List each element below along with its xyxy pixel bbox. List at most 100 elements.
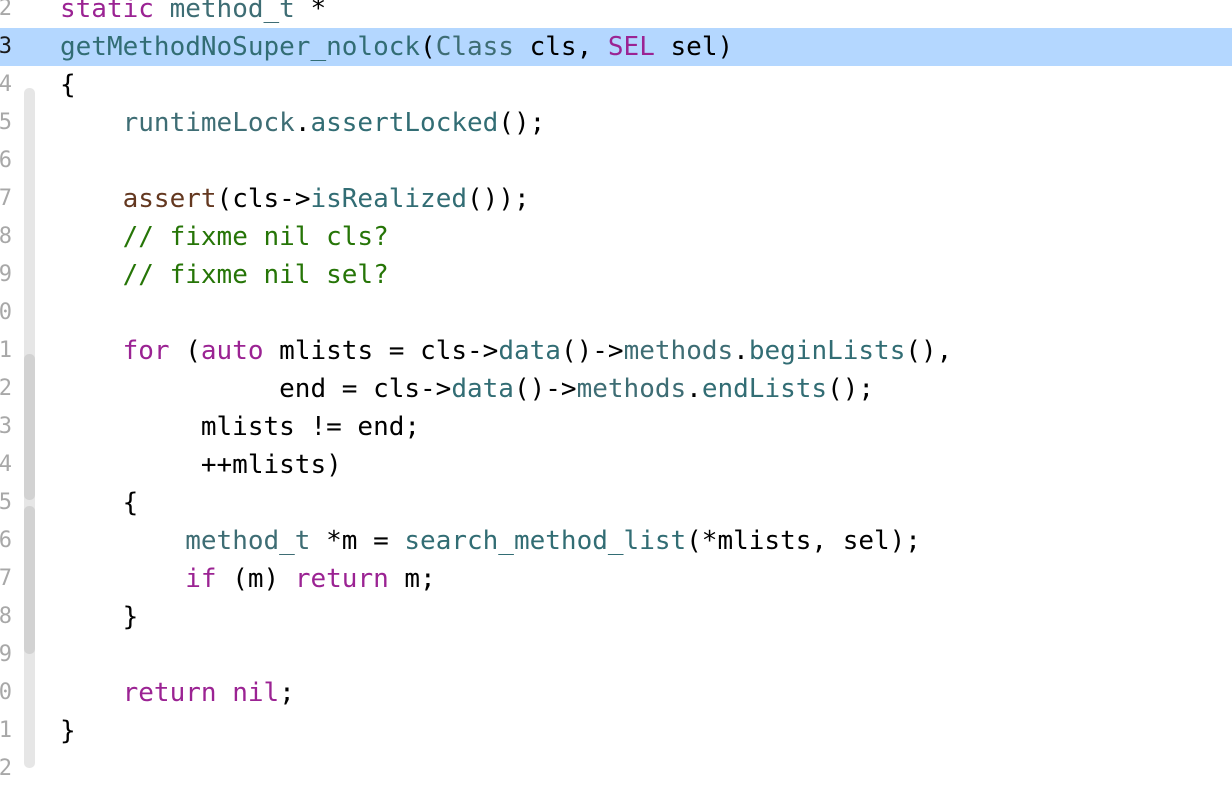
- code-line[interactable]: 5 {: [0, 484, 1232, 522]
- line-number: 2: [0, 376, 12, 401]
- code-line[interactable]: 3 mlists != end;: [0, 408, 1232, 446]
- code-token: [60, 222, 123, 252]
- type-token: method_t: [185, 526, 311, 556]
- code-line[interactable]: 7 assert(cls->isRealized());: [0, 180, 1232, 218]
- keyword-token: auto: [200, 336, 264, 366]
- code-text: }: [60, 598, 139, 636]
- code-line[interactable]: 2: [0, 750, 1232, 788]
- function-token: data: [451, 374, 514, 404]
- line-number: 5: [0, 490, 12, 515]
- comment-token: // fixme nil sel?: [122, 260, 389, 290]
- code-text: {: [60, 66, 76, 104]
- code-token: (m): [216, 564, 295, 594]
- code-line-current[interactable]: 3 getMethodNoSuper_nolock(Class cls, SEL …: [0, 28, 1232, 66]
- code-text: method_t *m = search_method_list(*mlists…: [60, 522, 921, 560]
- code-token: }: [60, 716, 76, 746]
- code-text: // fixme nil sel?: [60, 256, 389, 294]
- code-token: end = cls->: [60, 374, 452, 404]
- function-token: beginLists: [748, 336, 906, 366]
- keyword-token: return: [122, 678, 217, 708]
- code-text: getMethodNoSuper_nolock(Class cls, SEL s…: [60, 28, 733, 66]
- code-line[interactable]: 8 }: [0, 598, 1232, 636]
- code-text: static method_t *: [60, 0, 326, 28]
- line-number: 5: [0, 110, 12, 135]
- code-line[interactable]: 4{: [0, 66, 1232, 104]
- code-token: ());: [467, 184, 530, 214]
- line-number: 0: [0, 300, 12, 325]
- code-line[interactable]: 9 // fixme nil sel?: [0, 256, 1232, 294]
- keyword-token: static: [60, 0, 154, 24]
- code-token: [60, 678, 123, 708]
- code-line[interactable]: 5 runtimeLock.assertLocked();: [0, 104, 1232, 142]
- code-line[interactable]: 9: [0, 636, 1232, 674]
- function-token: isRealized: [310, 184, 468, 214]
- code-token: [60, 526, 185, 556]
- function-token: endLists: [701, 374, 828, 404]
- type-token: method_t: [169, 0, 295, 24]
- function-token: assertLocked: [310, 108, 499, 138]
- code-token: (: [169, 336, 201, 366]
- keyword-token: nil: [232, 678, 280, 708]
- code-line[interactable]: 8 // fixme nil cls?: [0, 218, 1232, 256]
- code-line[interactable]: 6 method_t *m = search_method_list(*mlis…: [0, 522, 1232, 560]
- line-number: 3: [0, 414, 12, 439]
- code-token: {: [60, 70, 76, 100]
- code-line[interactable]: 2 end = cls->data()->methods.endLists();: [0, 370, 1232, 408]
- code-text: if (m) return m;: [60, 560, 435, 598]
- line-number: 0: [0, 680, 12, 705]
- line-number: 4: [0, 72, 12, 97]
- code-token: [60, 260, 123, 290]
- line-number: 2: [0, 756, 12, 781]
- type-token: methods: [623, 336, 734, 366]
- code-token: }: [60, 602, 139, 632]
- keyword-token: for: [122, 336, 170, 366]
- line-number: 9: [0, 262, 12, 287]
- line-number: 8: [0, 224, 12, 249]
- code-token: ;: [279, 678, 295, 708]
- code-text: runtimeLock.assertLocked();: [60, 104, 546, 142]
- code-token: sel): [654, 32, 734, 62]
- code-line[interactable]: 6: [0, 142, 1232, 180]
- code-token: .: [733, 336, 749, 366]
- code-token: (: [420, 32, 436, 62]
- code-text: }: [60, 712, 76, 750]
- code-fold-ribbon-for-body[interactable]: [24, 506, 35, 654]
- code-line[interactable]: 1 for (auto mlists = cls->data()->method…: [0, 332, 1232, 370]
- code-text: assert(cls->isRealized());: [60, 180, 530, 218]
- line-number: 6: [0, 148, 12, 173]
- code-token: ()->: [560, 336, 624, 366]
- code-line[interactable]: 0 return nil;: [0, 674, 1232, 712]
- code-token: .: [686, 374, 702, 404]
- line-number: 1: [0, 718, 12, 743]
- code-token: ();: [498, 108, 546, 138]
- macro-token: assert: [122, 184, 217, 214]
- type-token: runtimeLock: [122, 108, 295, 138]
- code-text: for (auto mlists = cls->data()->methods.…: [60, 332, 953, 370]
- code-line[interactable]: 4 ++mlists): [0, 446, 1232, 484]
- line-number: 7: [0, 566, 12, 591]
- code-token: [154, 0, 170, 24]
- line-number: 3: [0, 34, 12, 59]
- code-token: [217, 678, 233, 708]
- code-token: {: [60, 488, 139, 518]
- line-number: 6: [0, 528, 12, 553]
- code-token: (*mlists, sel);: [686, 526, 921, 556]
- line-number: 7: [0, 186, 12, 211]
- code-token: ++mlists): [60, 450, 342, 480]
- code-token: ()->: [513, 374, 577, 404]
- code-fold-ribbon-for-header[interactable]: [24, 354, 35, 500]
- type-token: methods: [576, 374, 687, 404]
- code-line[interactable]: 7 if (m) return m;: [0, 560, 1232, 598]
- function-token: data: [498, 336, 561, 366]
- code-token: ();: [827, 374, 875, 404]
- keyword-token: if: [185, 564, 217, 594]
- code-token: .: [294, 108, 311, 138]
- code-line[interactable]: 0: [0, 294, 1232, 332]
- code-text: end = cls->data()->methods.endLists();: [60, 370, 874, 408]
- code-token: *m =: [310, 526, 405, 556]
- code-line[interactable]: 1}: [0, 712, 1232, 750]
- code-token: mlists != end;: [60, 412, 421, 442]
- code-text: mlists != end;: [60, 408, 420, 446]
